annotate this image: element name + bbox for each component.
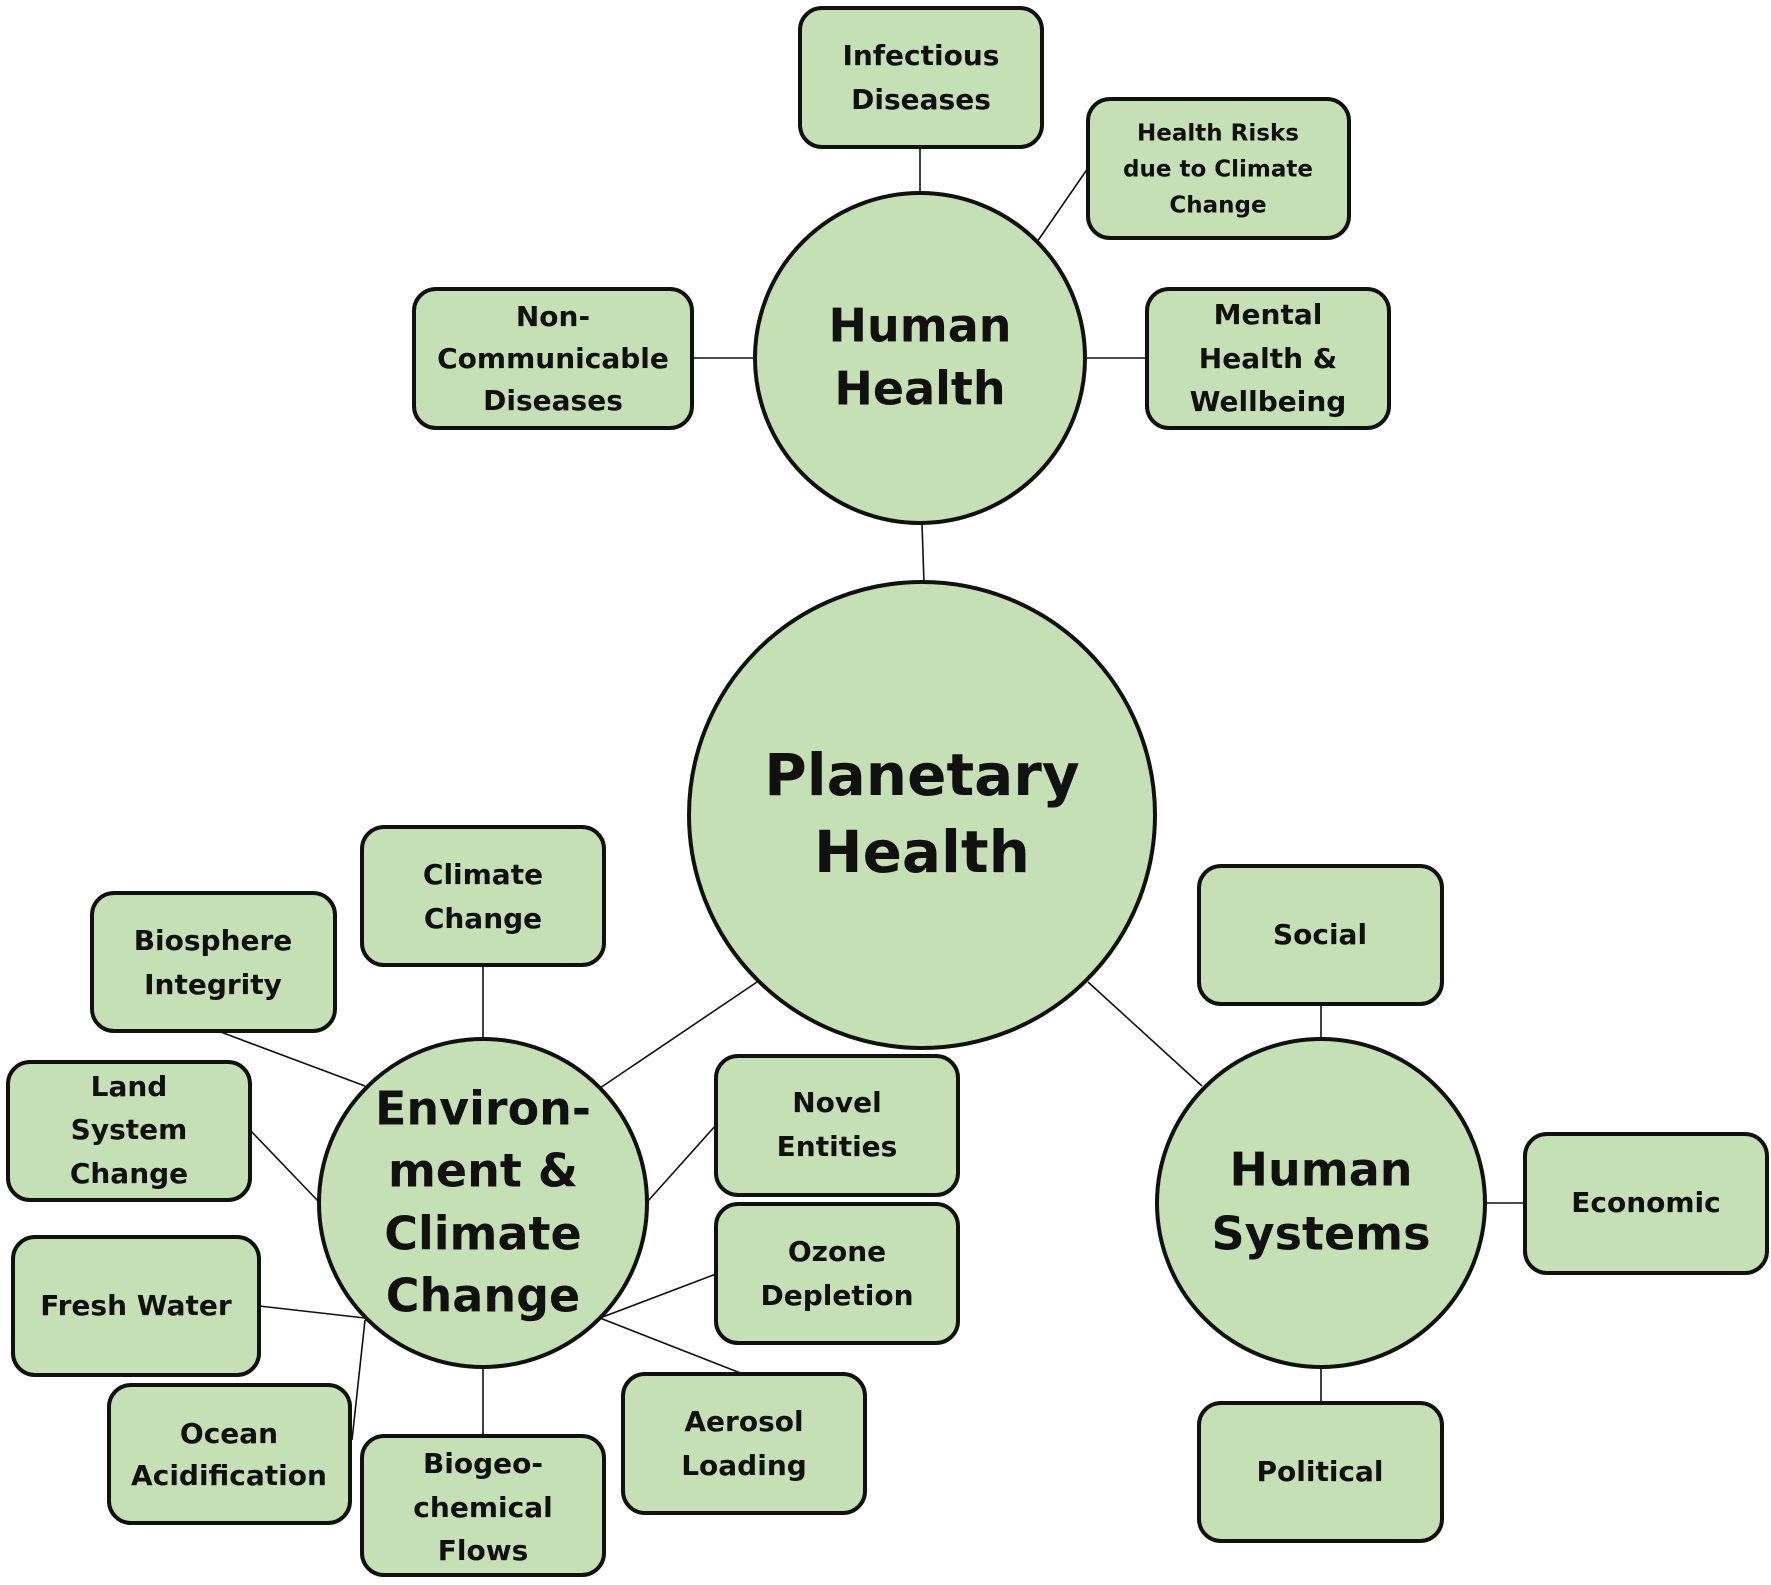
- ozone-depletion-label: Ozone: [788, 1235, 886, 1268]
- planetary-health-node: Planetary Health: [687, 580, 1157, 1050]
- edge-ocean: [351, 1319, 366, 1441]
- infectious-diseases-box: Infectious Diseases: [798, 6, 1044, 149]
- biosphere-integrity-label: Integrity: [144, 968, 282, 1001]
- land-system-change-box: Land System Change: [6, 1060, 252, 1202]
- edge-aerosol: [599, 1317, 744, 1375]
- human-systems-node: Human Systems: [1155, 1037, 1487, 1369]
- environment-label: ment &: [388, 1144, 578, 1198]
- aerosol-loading-box: Aerosol Loading: [621, 1372, 867, 1515]
- non-communicable-label: Non-: [516, 300, 590, 333]
- biogeochemical-flows-label: Biogeo-: [423, 1447, 543, 1480]
- edge-fresh-water: [258, 1305, 366, 1319]
- ocean-acidification-label: Ocean: [180, 1417, 278, 1450]
- aerosol-loading-label: Loading: [681, 1449, 807, 1482]
- edge-biosphere: [217, 1030, 366, 1087]
- human-systems-label: Systems: [1212, 1207, 1431, 1261]
- planetary-health-label: Health: [814, 818, 1030, 886]
- human-health-node: Human Health: [753, 191, 1087, 525]
- novel-entities-label: Novel: [792, 1086, 882, 1119]
- climate-change-box: Climate Change: [360, 825, 606, 967]
- ocean-acidification-box: Ocean Acidification: [107, 1383, 352, 1525]
- infectious-diseases-label: Diseases: [851, 83, 991, 116]
- climate-change-label: Climate: [423, 858, 543, 891]
- mental-health-label: Wellbeing: [1190, 385, 1347, 418]
- social-box: Social: [1197, 864, 1444, 1006]
- land-system-change-label: Change: [70, 1157, 188, 1190]
- health-risks-climate-box: Health Risks due to Climate Change: [1086, 97, 1351, 240]
- ozone-depletion-box: Ozone Depletion: [714, 1202, 960, 1345]
- social-label: Social: [1273, 918, 1367, 951]
- aerosol-loading-label: Aerosol: [684, 1405, 803, 1438]
- mental-health-box: Mental Health & Wellbeing: [1145, 287, 1391, 430]
- edge-planetary-human-health: [921, 523, 925, 584]
- novel-entities-label: Entities: [777, 1130, 898, 1163]
- edge-planetary-human-systems: [1087, 981, 1203, 1087]
- planetary-health-label: Planetary: [764, 741, 1079, 809]
- edge-climate-risks: [1036, 167, 1089, 243]
- biogeochemical-flows-label: chemical: [413, 1491, 552, 1524]
- non-communicable-label: Diseases: [483, 384, 623, 417]
- political-box: Political: [1197, 1401, 1444, 1543]
- fresh-water-box: Fresh Water: [11, 1235, 261, 1377]
- human-systems-label: Human: [1230, 1143, 1413, 1197]
- edge-novel: [647, 1124, 717, 1202]
- land-system-change-label: System: [71, 1113, 188, 1146]
- non-communicable-diseases-box: Non- Communicable Diseases: [412, 287, 694, 430]
- edge-ozone: [599, 1273, 717, 1319]
- health-risks-climate-label: due to Climate: [1123, 157, 1313, 183]
- human-health-label: Human: [829, 299, 1012, 353]
- ocean-acidification-label: Acidification: [131, 1459, 327, 1492]
- land-system-change-label: Land: [91, 1070, 168, 1103]
- economic-label: Economic: [1571, 1186, 1721, 1219]
- ozone-depletion-label: Depletion: [760, 1279, 913, 1312]
- novel-entities-box: Novel Entities: [714, 1054, 960, 1197]
- biogeochemical-flows-label: Flows: [438, 1534, 529, 1567]
- connectors: [217, 147, 1525, 1441]
- non-communicable-label: Communicable: [437, 342, 669, 375]
- edge-land-system: [249, 1129, 319, 1202]
- mental-health-label: Health &: [1199, 342, 1337, 375]
- economic-box: Economic: [1523, 1132, 1769, 1275]
- environment-climate-node: Environ- ment & Climate Change: [317, 1037, 649, 1369]
- political-label: Political: [1256, 1455, 1383, 1488]
- human-health-label: Health: [834, 362, 1005, 416]
- environment-label: Environ-: [375, 1082, 591, 1136]
- mental-health-label: Mental: [1214, 298, 1323, 331]
- health-risks-climate-label: Change: [1169, 193, 1266, 219]
- fresh-water-label: Fresh Water: [40, 1289, 232, 1322]
- edge-planetary-environment: [599, 981, 758, 1089]
- environment-label: Change: [386, 1269, 580, 1323]
- biogeochemical-flows-box: Biogeo- chemical Flows: [360, 1434, 606, 1577]
- biosphere-integrity-box: Biosphere Integrity: [90, 891, 337, 1033]
- infectious-diseases-label: Infectious: [843, 39, 1000, 72]
- environment-label: Climate: [384, 1207, 581, 1261]
- climate-change-label: Change: [424, 902, 542, 935]
- biosphere-integrity-label: Biosphere: [134, 924, 293, 957]
- health-risks-climate-label: Health Risks: [1137, 121, 1299, 147]
